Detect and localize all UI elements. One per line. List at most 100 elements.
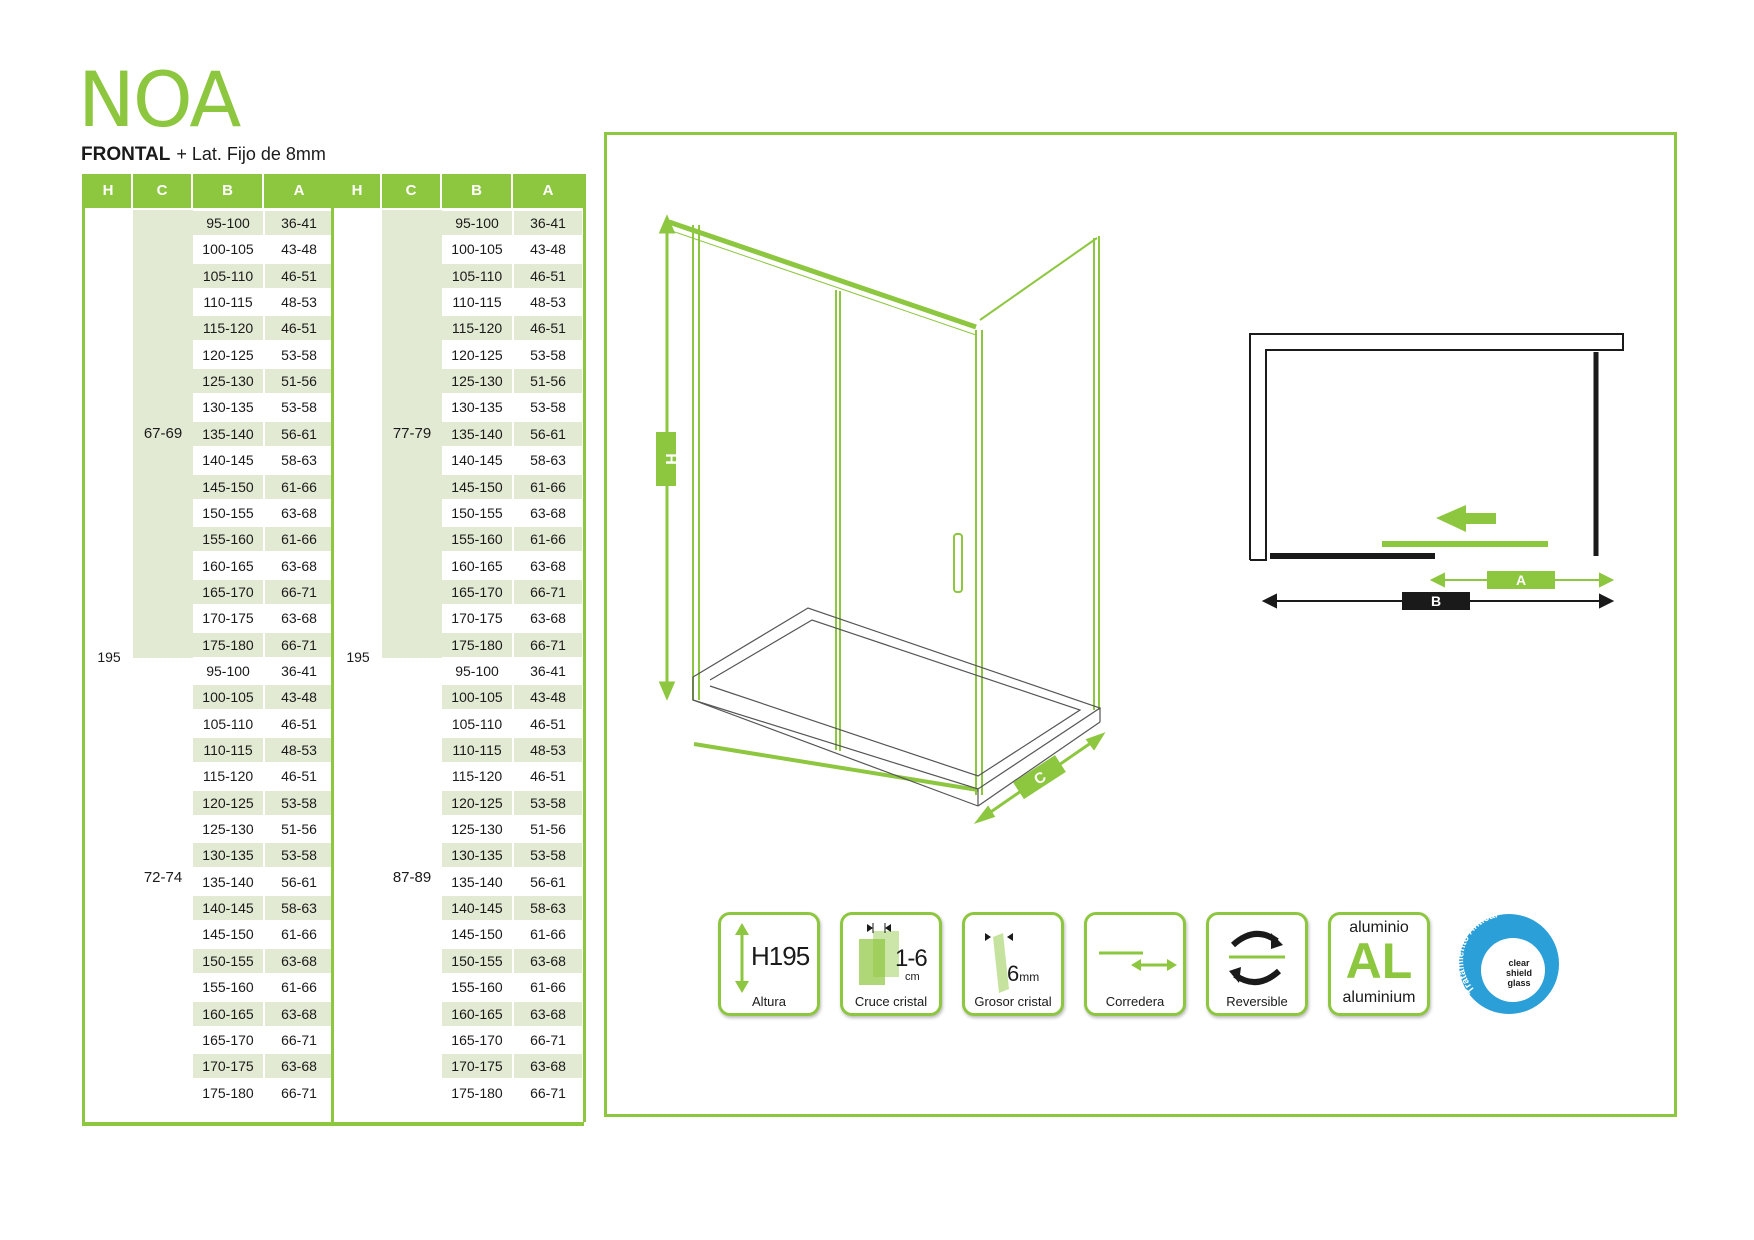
cell-b: 115-120 <box>451 768 503 785</box>
enclosure-diagram: H C <box>656 214 1106 824</box>
cell-a: 66-71 <box>514 632 582 657</box>
cell-b: 95-100 <box>206 662 250 679</box>
cell-b: 105-110 <box>202 715 254 732</box>
feature-thickness-unit: mm <box>1019 970 1040 984</box>
cell-b: 155-160 <box>442 527 512 552</box>
table-header: H C B A <box>85 174 334 208</box>
badge-line: glass <box>1507 978 1530 988</box>
header-b: B <box>193 174 264 208</box>
cell-a: 63-68 <box>530 557 566 574</box>
cell-a: 51-56 <box>281 821 317 838</box>
cell-b: 145-150 <box>202 926 254 943</box>
cell-a: 63-68 <box>281 504 317 521</box>
cell-b: 110-115 <box>452 294 502 311</box>
feature-reversible: Reversible <box>1206 912 1308 1016</box>
cell-b: 170-175 <box>451 610 503 627</box>
cell-a: 56-61 <box>281 873 317 890</box>
cell-b: 115-120 <box>442 316 512 341</box>
cell-a: 66-71 <box>514 579 582 604</box>
cell-a: 61-66 <box>530 979 566 996</box>
cell-b: 160-165 <box>202 557 254 574</box>
cell-b: 150-155 <box>202 504 254 521</box>
cell-a: 61-66 <box>265 527 333 552</box>
cell-a: 53-58 <box>530 399 566 416</box>
cell-a: 63-68 <box>281 610 317 627</box>
cell-a: 58-63 <box>514 896 582 921</box>
cell-a: 63-68 <box>514 948 582 973</box>
feature-label: Reversible <box>1226 994 1288 1009</box>
cell-b: 155-160 <box>202 979 254 996</box>
cell-b: 125-130 <box>202 821 254 838</box>
cell-a: 66-71 <box>530 1031 566 1048</box>
cell-b: 95-100 <box>442 211 512 235</box>
feature-label: Grosor cristal <box>974 994 1052 1009</box>
sliding-direction-arrow-icon <box>1436 505 1496 532</box>
cell-a: 46-51 <box>514 263 582 288</box>
cell-a: 63-68 <box>265 1001 333 1026</box>
cell-a: 66-71 <box>265 579 333 604</box>
cell-a: 63-68 <box>265 1054 333 1079</box>
cell-b: 130-135 <box>202 399 254 416</box>
c-dimension-marker <box>1013 755 1066 800</box>
cell-a: 56-61 <box>265 421 333 446</box>
cell-b: 100-105 <box>193 685 263 710</box>
cell-a: 53-58 <box>281 399 317 416</box>
cell-a: 63-68 <box>281 557 317 574</box>
feature-thickness-number: 6 <box>1007 961 1020 986</box>
cell-a: 58-63 <box>265 896 333 921</box>
product-type: FRONTAL <box>81 144 171 165</box>
cell-b: 115-120 <box>202 768 254 785</box>
cell-b: 125-130 <box>451 821 503 838</box>
cell-b: 140-145 <box>202 452 254 469</box>
reversible-arrows-icon <box>1229 931 1285 985</box>
cell-b: 95-100 <box>193 211 263 235</box>
cell-a: 63-68 <box>265 948 333 973</box>
feature-label: Altura <box>752 994 786 1009</box>
cell-a: 36-41 <box>265 211 333 235</box>
cell-b: 150-155 <box>442 948 512 973</box>
cell-b: 130-135 <box>193 843 263 868</box>
feature-cruce-cristal: 1-6 cm Cruce cristal <box>840 912 942 1016</box>
cell-a: 46-51 <box>530 715 566 732</box>
cell-a: 61-66 <box>265 474 333 499</box>
table-header: H C B A <box>334 174 583 208</box>
cell-b: 135-140 <box>202 873 254 890</box>
feature-height-value: H195 <box>751 941 810 971</box>
cell-a: 46-51 <box>265 263 333 288</box>
cell-b: 160-165 <box>193 1001 263 1026</box>
cell-a: 56-61 <box>530 873 566 890</box>
header-h: H <box>85 174 133 208</box>
cell-b: 135-140 <box>451 873 503 890</box>
cell-a: 61-66 <box>281 979 317 996</box>
cell-a: 43-48 <box>530 241 566 258</box>
cell-a: 43-48 <box>265 685 333 710</box>
feature-thickness-value: 6mm <box>1007 961 1039 987</box>
cell-b: 145-150 <box>451 926 503 943</box>
cell-b: 140-145 <box>193 896 263 921</box>
cell-b: 110-115 <box>203 294 253 311</box>
h-dimension-marker <box>656 432 676 486</box>
cell-b: 100-105 <box>202 241 254 258</box>
glass-overlap-icon <box>859 923 899 985</box>
cell-b: 145-150 <box>193 474 263 499</box>
feature-grosor-cristal: 6mm Grosor cristal <box>962 912 1064 1016</box>
cell-a: 53-58 <box>514 843 582 868</box>
cell-b: 135-140 <box>193 421 263 446</box>
cell-b: 130-135 <box>442 843 512 868</box>
cell-a: 36-41 <box>281 662 317 679</box>
cell-a: 61-66 <box>530 926 566 943</box>
glass-thickness-icon <box>985 933 1013 993</box>
c-value: 72-74 <box>143 869 183 886</box>
cell-b: 110-115 <box>442 738 512 762</box>
cell-a: 63-68 <box>530 610 566 627</box>
cell-b: 120-125 <box>451 346 503 363</box>
cell-a: 66-71 <box>265 632 333 657</box>
cell-a: 48-53 <box>281 294 317 311</box>
cell-a: 43-48 <box>514 685 582 710</box>
cell-a: 51-56 <box>265 369 333 394</box>
cell-a: 48-53 <box>514 738 582 762</box>
cell-b: 130-135 <box>451 399 503 416</box>
cell-b: 125-130 <box>442 369 512 394</box>
